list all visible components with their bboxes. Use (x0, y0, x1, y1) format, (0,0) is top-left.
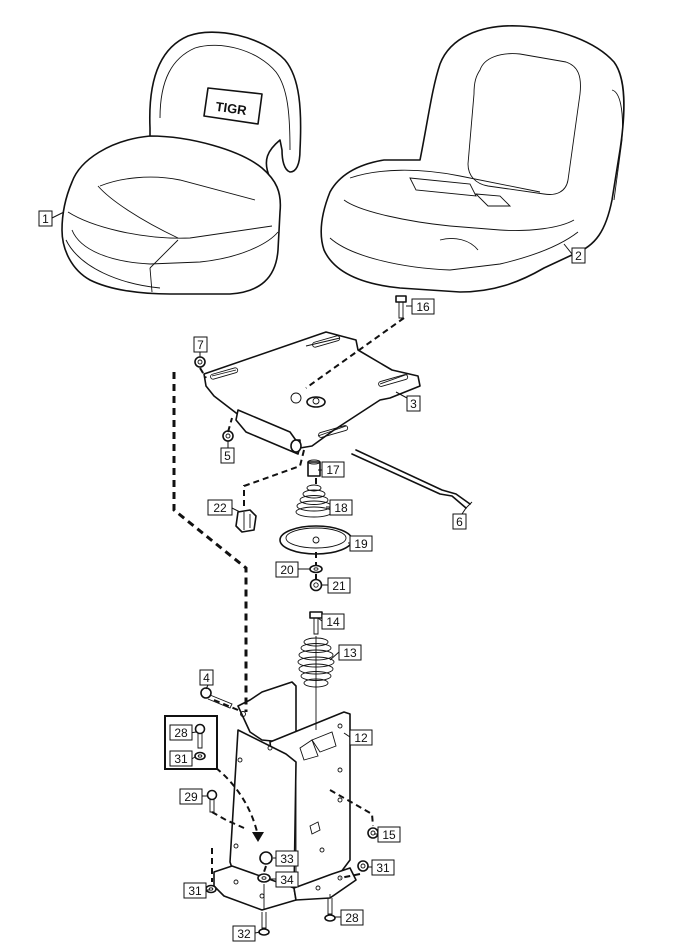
seat-logo: TIGR (215, 99, 248, 118)
callout-5: 5 (220, 447, 235, 464)
assembly-lines (172, 317, 405, 910)
svg-text:29: 29 (184, 790, 198, 804)
svg-text:3: 3 (410, 397, 417, 411)
inset-frame (164, 715, 218, 770)
svg-text:31: 31 (188, 884, 202, 898)
callout-31-right: 31 (371, 859, 395, 876)
callout-12: 12 (349, 729, 373, 746)
callout-19: 19 (349, 535, 373, 552)
svg-text:15: 15 (382, 828, 396, 842)
spring-18 (295, 484, 333, 518)
svg-text:6: 6 (456, 515, 463, 529)
callout-29: 29 (179, 788, 203, 805)
svg-text:16: 16 (416, 300, 430, 314)
svg-text:4: 4 (203, 671, 210, 685)
svg-text:33: 33 (280, 852, 294, 866)
callout-28-bottom: 28 (340, 909, 364, 926)
callout-33: 33 (275, 850, 299, 867)
svg-text:17: 17 (326, 463, 340, 477)
disc-19 (279, 525, 353, 555)
callout-14: 14 (321, 613, 345, 630)
bolt-29 (206, 789, 218, 813)
callout-21: 21 (327, 577, 351, 594)
spacer-17 (307, 459, 321, 477)
seat-1-drawing: TIGR (61, 31, 302, 295)
support-frame-12 (213, 681, 357, 911)
svg-text:34: 34 (280, 873, 294, 887)
washer-31-inset (194, 751, 206, 761)
svg-text:20: 20 (280, 563, 294, 577)
svg-text:1: 1 (42, 212, 49, 226)
washer-20 (309, 564, 323, 574)
callout-2: 2 (571, 247, 586, 264)
svg-text:7: 7 (197, 338, 204, 352)
callout-1: 1 (38, 210, 53, 227)
nut-5 (222, 430, 234, 442)
bolt-28-inset (194, 723, 206, 749)
lever-6 (351, 449, 473, 509)
knob-33 (259, 851, 273, 865)
bolt-28-bottom (324, 898, 336, 922)
svg-text:2: 2 (575, 249, 582, 263)
washer-31-left (205, 884, 217, 894)
svg-text:31: 31 (376, 861, 390, 875)
assembly-arrowhead (252, 832, 264, 842)
svg-text:19: 19 (354, 537, 368, 551)
nut-21 (309, 578, 323, 592)
mounting-plate-3 (203, 331, 421, 455)
callout-18: 18 (329, 499, 353, 516)
nut-15 (367, 827, 379, 839)
washer-34 (257, 873, 271, 883)
callout-17: 17 (321, 461, 345, 478)
svg-text:18: 18 (334, 501, 348, 515)
callout-15: 15 (377, 826, 401, 843)
clip-22 (235, 509, 257, 533)
svg-text:22: 22 (213, 501, 227, 515)
bolt-32 (258, 912, 270, 936)
svg-text:21: 21 (332, 579, 346, 593)
callout-34: 34 (275, 871, 299, 888)
svg-text:28: 28 (345, 911, 359, 925)
callout-13: 13 (338, 644, 362, 661)
svg-text:14: 14 (326, 615, 340, 629)
seat-2-drawing (320, 25, 625, 293)
callout-28-inset: 28 (169, 724, 193, 741)
bolt-14 (309, 611, 323, 635)
svg-text:12: 12 (354, 731, 368, 745)
callout-7: 7 (193, 336, 208, 353)
svg-text:5: 5 (224, 449, 231, 463)
nut-31-right (357, 860, 369, 872)
callout-20: 20 (275, 561, 299, 578)
callout-31-left: 31 (183, 882, 207, 899)
nut-7 (194, 356, 206, 368)
callout-22: 22 (207, 499, 233, 516)
svg-text:28: 28 (174, 726, 188, 740)
svg-text:31: 31 (174, 752, 188, 766)
svg-text:13: 13 (343, 646, 357, 660)
callout-4: 4 (199, 669, 214, 686)
callout-31-inset: 31 (169, 750, 193, 767)
svg-text:32: 32 (237, 927, 251, 941)
callout-32: 32 (232, 925, 256, 942)
callout-6: 6 (452, 513, 467, 530)
callout-3: 3 (406, 395, 421, 412)
callout-16: 16 (411, 298, 435, 315)
bolt-16 (395, 295, 407, 319)
